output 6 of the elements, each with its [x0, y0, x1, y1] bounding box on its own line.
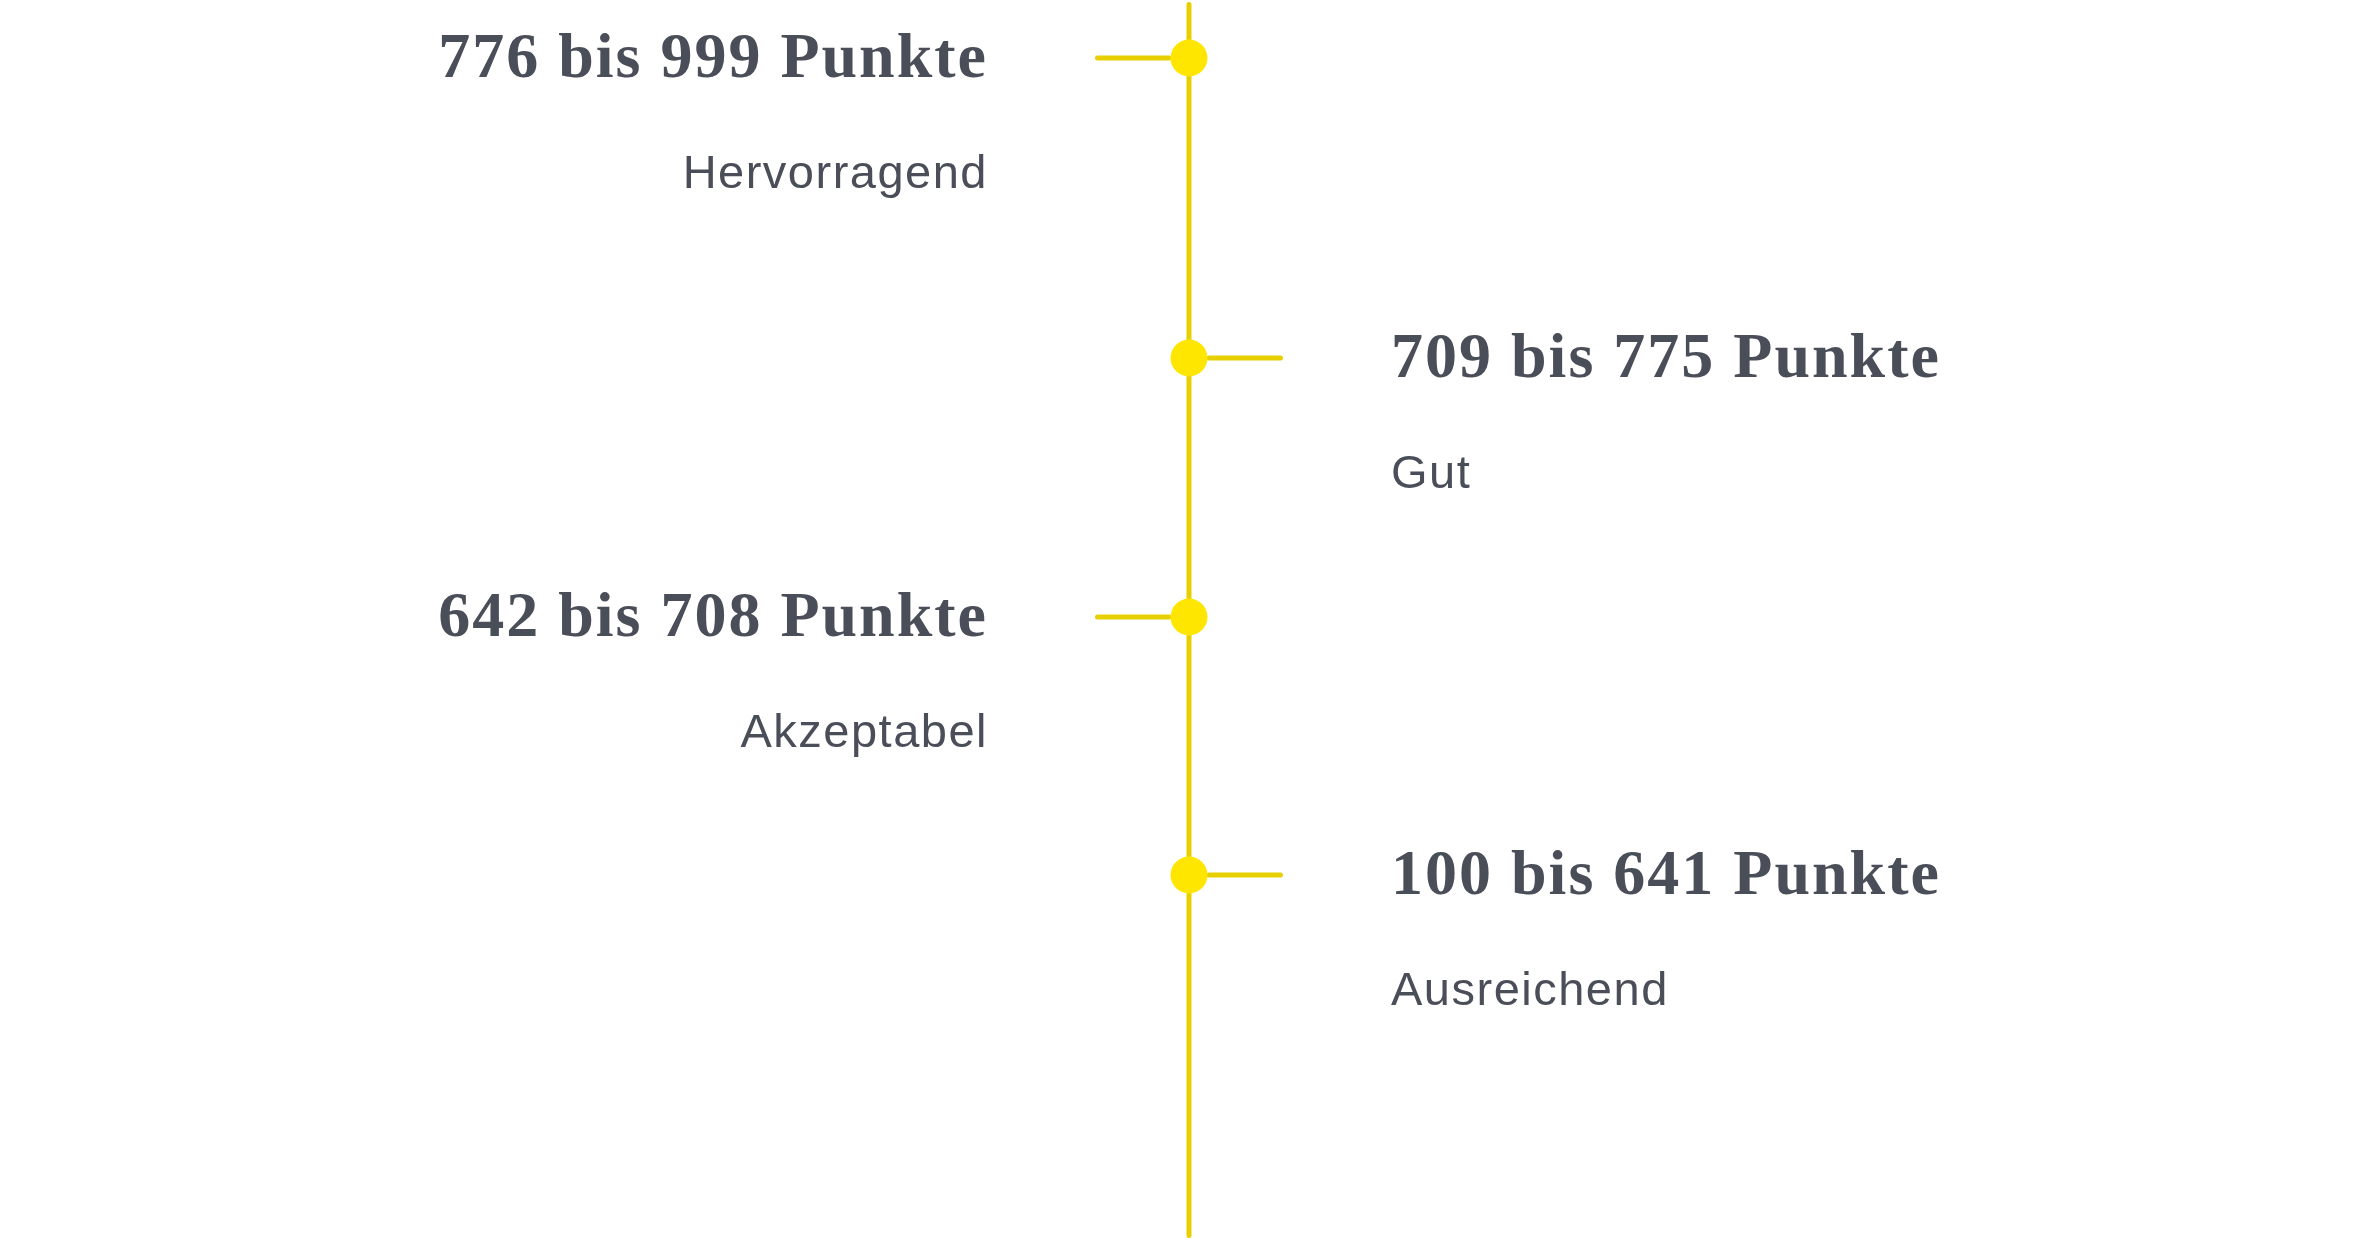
score-range-heading: 642 bis 708 Punkte — [438, 583, 988, 647]
score-range-heading: 100 bis 641 Punkte — [1391, 841, 1941, 905]
score-range-heading: 776 bis 999 Punkte — [438, 24, 988, 88]
rating-text: Gut — [1391, 448, 1472, 495]
score-range-heading: 709 bis 775 Punkte — [1391, 324, 1941, 388]
rating-text: Ausreichend — [1391, 965, 1669, 1012]
